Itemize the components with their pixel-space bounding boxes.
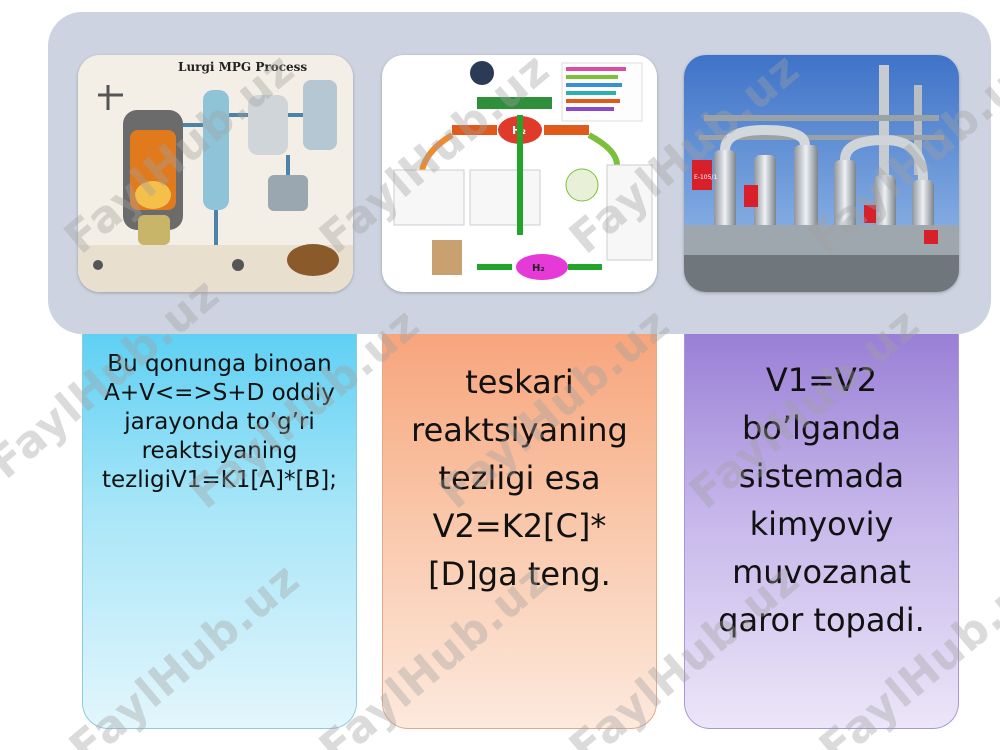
text-card-equilibrium: V1=V2 bo’lganda sistemada kimyoviy muvoz… [684, 334, 959, 729]
h2-label-bottom: H₂ [532, 263, 545, 274]
text-card-reverse-reaction: teskari reaktsiyaning tezligi esa V2=K2[… [382, 334, 657, 729]
card-3-text: V1=V2 bo’lganda sistemada kimyoviy muvoz… [718, 361, 925, 639]
equipment-tag-label: E-105/1 [694, 174, 717, 181]
card-2-text: teskari reaktsiyaning tezligi esa V2=K2[… [411, 363, 628, 593]
hydrogen-production-diagram-image: H₂ H₂ [382, 55, 657, 292]
lurgi-mpg-process-image: Lurgi MPG Process [78, 55, 353, 292]
gas-processing-plant-image: E-105/1 [684, 55, 959, 292]
process-title: Lurgi MPG Process [178, 60, 307, 74]
card-1-text: Bu qonunga binoan A+V<=>S+D oddiy jarayo… [101, 351, 338, 493]
text-card-forward-reaction: Bu qonunga binoan A+V<=>S+D oddiy jarayo… [82, 334, 357, 729]
